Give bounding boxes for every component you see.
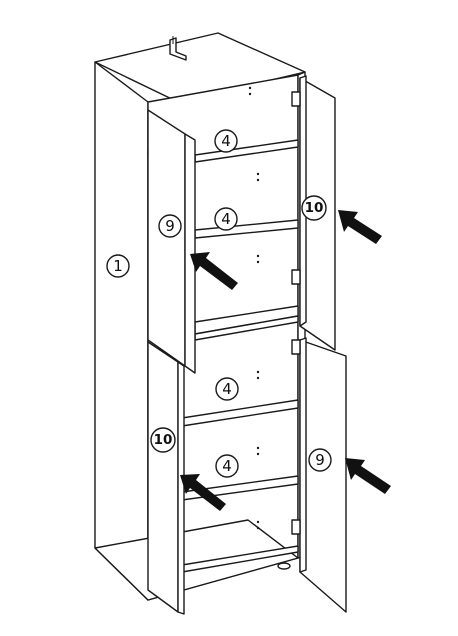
door-lower-left — [147, 341, 185, 615]
arrow-upper-left-door — [190, 252, 238, 290]
callout-label: 4 — [221, 210, 231, 228]
callout-label: 10 — [305, 200, 324, 216]
callout-door-lower-left: 10 — [150, 427, 176, 453]
arrow-upper-right-door — [338, 210, 382, 244]
callout-label: 9 — [165, 217, 175, 235]
callout-label: 4 — [222, 380, 232, 398]
callout-label: 4 — [222, 457, 232, 475]
wall-bracket — [169, 36, 187, 61]
shelf-pins — [248, 86, 260, 530]
callout-door-lower-right: 9 — [308, 448, 332, 472]
callout-side-panel: 1 — [106, 254, 130, 278]
callout-shelf-mid-upper: 4 — [214, 207, 238, 231]
hinges — [291, 91, 301, 535]
arrow-lower-left-door — [180, 474, 226, 511]
callout-door-upper-right: 10 — [301, 195, 327, 221]
callout-shelf-mid-lower: 4 — [215, 377, 239, 401]
callout-label: 1 — [113, 257, 123, 275]
callout-shelf-top: 4 — [214, 129, 238, 153]
callout-label: 10 — [154, 432, 173, 448]
callout-label: 4 — [221, 132, 231, 150]
plinth — [94, 519, 299, 601]
callout-door-upper-left: 9 — [158, 214, 182, 238]
arrow-lower-right-door — [345, 458, 391, 494]
door-lower-right — [299, 337, 347, 613]
callout-shelf-bottom: 4 — [215, 454, 239, 478]
foot — [277, 562, 291, 570]
side-panel — [94, 61, 149, 601]
callout-label: 9 — [315, 451, 325, 469]
door-upper-left — [147, 109, 196, 374]
